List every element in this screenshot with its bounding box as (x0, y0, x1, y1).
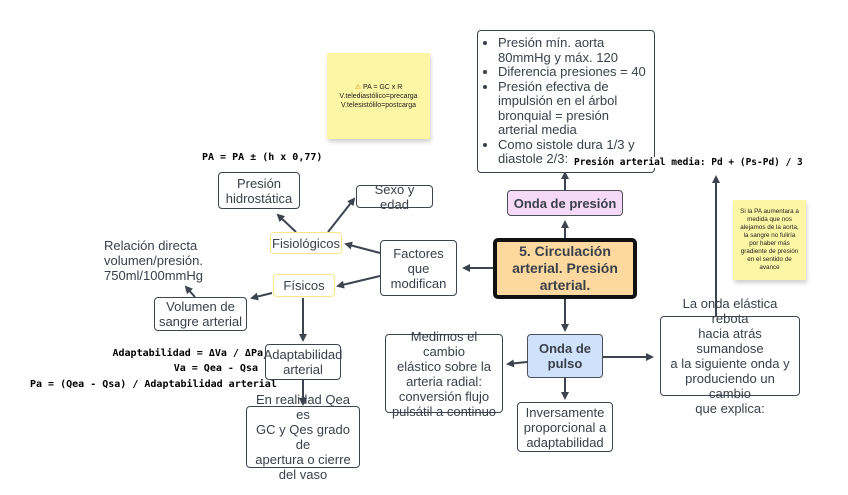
inversamente-line: Inversamente (525, 404, 605, 420)
sticky-note-pa: ⚠ PA = GC x R V.telediastólico=precarga … (327, 53, 430, 139)
en-realidad-line: GC y Qes grado de (256, 422, 350, 452)
sticky-aorta-line: Si la PA aumentara a (740, 208, 799, 215)
volumen-line: Volumen de (166, 299, 235, 314)
fisicos-label: Físicos (283, 278, 325, 293)
inversamente-label: Inversamente proporcional a adaptabilida… (524, 405, 606, 450)
node-factores-modifican[interactable]: Factores que modifican (380, 240, 457, 296)
presion-bullet: Presión efectiva de impulsión en el árbo… (498, 79, 648, 138)
hidrostatica-line: Presión (236, 175, 282, 191)
center-label: 5. Circulación arterial. Presión arteria… (512, 243, 618, 294)
relacion-line: Relación directa (104, 238, 198, 253)
text-relacion-directa: Relación directa volumen/presión. 750ml/… (104, 238, 203, 283)
node-adaptabilidad-arterial[interactable]: Adaptabilidad arterial (264, 344, 343, 380)
formula-adaptabilidad: Adaptabilidad = ΔVa / ΔPa (112, 348, 263, 359)
edge-fisiologicos-sexo (327, 197, 356, 233)
factores-label: Factores que modifican (391, 246, 447, 291)
presion-details-box[interactable]: Presión mín. aorta 80mmHg y máx. 120 Dif… (477, 30, 655, 173)
presion-bullet: Diferencia presiones = 40 (498, 64, 648, 80)
formula-va: Va = Qea - Qsa (173, 363, 258, 374)
en-realidad-label: En realidad Qea es GC y Qes grado de ape… (250, 392, 356, 482)
edge-factores-fisiologicos (344, 241, 381, 254)
onda-elastica-line: a la siguiente onda y (670, 356, 790, 371)
medimos-line: conversión flujo (398, 388, 490, 404)
center-line: arterial. (539, 277, 591, 293)
en-realidad-line: del vaso (278, 467, 328, 482)
onda-pulso-line: Onda de (538, 341, 591, 356)
fisiologicos-label: Fisiológicos (272, 235, 340, 251)
hidrostatica-label: Presión hidrostática (226, 176, 292, 206)
onda-pulso-line: pulso (547, 356, 583, 371)
adaptabilidad-label: Adaptabilidad arterial (264, 347, 343, 377)
edge-onda-pulso-medimos (506, 359, 528, 368)
presion-bullet: Como sistole dura 1/3 y diastole 2/3: (498, 137, 648, 167)
node-fisiologicos[interactable]: Fisiológicos (270, 232, 342, 254)
sticky-aorta-line: por haber más (749, 240, 790, 247)
sticky-aorta-line: alejamos de la aorta, (740, 224, 799, 231)
onda-elastica-line: La onda elástica rebota (682, 296, 778, 326)
formula-hidrostatica: PA = PA ± (h x 0,77) (202, 152, 323, 163)
medimos-line: arteria radial: (406, 373, 482, 389)
sticky-aorta-line: la sangre no fuliría (743, 232, 796, 239)
node-medimos[interactable]: Medimos el cambio elástico sobre la arte… (385, 329, 503, 419)
hidrostatica-line: hidrostática (225, 190, 293, 206)
medimos-line: elástico sobre la (397, 358, 491, 374)
relacion-line: volumen/presión. (104, 253, 203, 268)
medimos-line: pulsátil a continuo (391, 403, 497, 419)
relacion-line: 750ml/100mmHg (104, 268, 203, 283)
edge-volumen-relacion (184, 285, 196, 298)
node-onda-presion[interactable]: Onda de presión (507, 190, 623, 216)
node-onda-pulso[interactable]: Onda de pulso (527, 334, 603, 378)
en-realidad-line: En realidad Qea es (256, 392, 350, 422)
node-inversamente[interactable]: Inversamente proporcional a adaptabilida… (517, 402, 613, 452)
sticky-note-aorta: Si la PA aumentara a medida que nos alej… (733, 200, 806, 280)
edge-factores-fisicos (336, 275, 381, 289)
node-sexo-edad[interactable]: Sexo y edad (356, 182, 433, 212)
onda-elastica-line: hacia atrás sumandose (696, 326, 764, 356)
sticky-pa-line-2: V.telediastólico=precarga (339, 92, 418, 100)
formula-pa: Pa = (Qea - Qsa) / Adaptabilidad arteria… (30, 379, 277, 390)
medimos-line: Medimos el cambio (410, 328, 478, 359)
medimos-label: Medimos el cambio elástico sobre la arte… (389, 329, 499, 419)
onda-elastica-line: produciendo un cambio (685, 371, 775, 401)
sticky-aorta-line: avance (759, 264, 780, 271)
formula-presion-arterial-media: Presión arterial media: Pd + (Ps-Pd) / 3 (572, 157, 805, 168)
node-circulacion-arterial[interactable]: 5. Circulación arterial. Presión arteria… (493, 238, 637, 299)
presion-details-list: Presión mín. aorta 80mmHg y máx. 120 Dif… (484, 35, 648, 167)
onda-presion-label: Onda de presión (513, 195, 617, 211)
node-fisicos[interactable]: Físicos (273, 274, 335, 297)
node-volumen-sangre[interactable]: Volumen de sangre arterial (154, 297, 247, 331)
inversamente-line: proporcional a (523, 419, 607, 435)
en-realidad-line: apertura o cierre (255, 452, 351, 467)
adaptabilidad-line: Adaptabilidad (263, 347, 343, 362)
sexo-edad-label: Sexo y edad (374, 181, 415, 212)
edge-fisicos-volumen (250, 292, 273, 301)
sticky-aorta-line: en el sentido de (747, 256, 792, 263)
volumen-label: Volumen de sangre arterial (159, 299, 242, 329)
sticky-pa-line-3: V.telesistólilo=postcarga (340, 101, 417, 109)
node-en-realidad[interactable]: En realidad Qea es GC y Qes grado de ape… (246, 392, 360, 482)
sticky-aorta-line: medida que nos (747, 216, 792, 223)
onda-elastica-label: La onda elástica rebota hacia atrás suma… (664, 296, 796, 416)
center-line: arterial. Presión (512, 260, 618, 276)
warning-icon: ⚠ (354, 83, 361, 91)
presion-bullet: Presión mín. aorta 80mmHg y máx. 120 (498, 35, 648, 65)
onda-elastica-line: que explica: (695, 401, 765, 416)
sticky-pa-line-1: ⚠ PA = GC x R (354, 83, 403, 91)
factores-line: que (407, 260, 430, 276)
node-onda-elastica[interactable]: La onda elástica rebota hacia atrás suma… (660, 296, 800, 416)
volumen-line: sangre arterial (158, 314, 243, 329)
center-line: 5. Circulación (519, 243, 611, 259)
inversamente-line: adaptabilidad (526, 434, 604, 450)
factores-line: modifican (390, 275, 447, 291)
edge-fisiologicos-hidrostatica (276, 213, 297, 233)
onda-pulso-label: Onda de pulso (539, 341, 591, 371)
sticky-aorta-line: gradiente de presión (740, 248, 799, 255)
adaptabilidad-line: arterial (283, 362, 323, 377)
factores-line: Factores (393, 245, 444, 261)
node-presion-hidrostatica[interactable]: Presión hidrostática (218, 172, 300, 209)
